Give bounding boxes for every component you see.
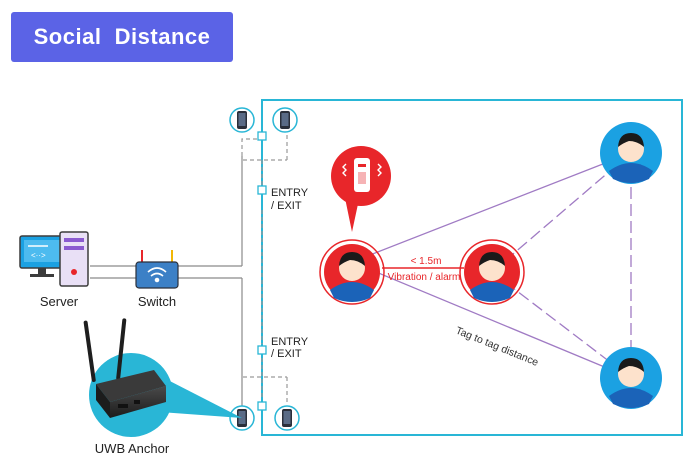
person-icon-alert bbox=[459, 239, 525, 305]
tag-distance-lines bbox=[351, 152, 632, 379]
tag-distance-label: Tag to tag distance bbox=[454, 325, 540, 369]
person-icon bbox=[600, 122, 662, 184]
uwb-anchor-label: UWB Anchor bbox=[95, 441, 170, 456]
uwb-anchor-icon bbox=[83, 318, 166, 418]
page-title: Social Distance bbox=[11, 12, 233, 62]
alarm-label: Vibration / alarm bbox=[388, 272, 461, 283]
person-icon-alert bbox=[319, 239, 385, 305]
switch-icon bbox=[135, 250, 179, 289]
phone-icon bbox=[272, 107, 298, 133]
entry-exit-label-top: ENTRY bbox=[271, 187, 309, 199]
entry-exit-label-bottom: ENTRY bbox=[271, 336, 309, 348]
switch-label: Switch bbox=[138, 294, 176, 309]
server-tower-icon bbox=[59, 231, 89, 287]
server-label: Server bbox=[40, 294, 79, 309]
dashed-wiring bbox=[241, 135, 288, 403]
connector-nodes bbox=[257, 131, 267, 411]
svg-text:<··>: <··> bbox=[31, 251, 46, 260]
monitor-icon: <··> bbox=[19, 235, 65, 277]
phone-icon bbox=[229, 107, 255, 133]
distance-label: < 1.5m bbox=[411, 256, 442, 267]
entry-exit-label-top: / EXIT bbox=[271, 200, 302, 212]
vibrating-phone-icon bbox=[331, 146, 391, 232]
phone-icon bbox=[274, 405, 300, 431]
person-icon bbox=[600, 347, 662, 409]
entry-exit-label-bottom: / EXIT bbox=[271, 348, 302, 360]
wifi-icon bbox=[147, 267, 167, 283]
anchor-pointer bbox=[160, 376, 242, 418]
